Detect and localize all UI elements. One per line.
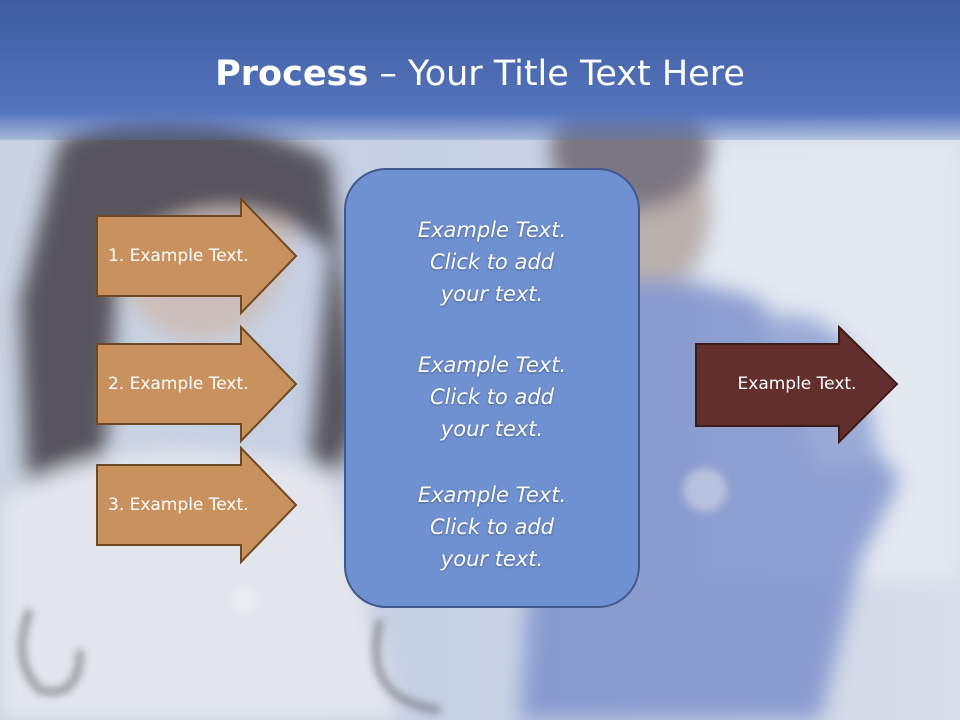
arrow-right-shape	[96, 445, 298, 565]
title-bold-word: Process	[215, 54, 369, 94]
center-text-box[interactable]: Example Text. Click to add your text. Ex…	[344, 168, 640, 608]
center-paragraph-1: Example Text. Click to add your text.	[346, 214, 638, 310]
paragraph-line: Click to add	[429, 250, 554, 274]
center-paragraph-3: Example Text. Click to add your text.	[346, 479, 638, 575]
left-arrow-1-label: 1. Example Text.	[108, 246, 249, 266]
left-arrow-2-label: 2. Example Text.	[108, 374, 249, 394]
left-arrow-3-label: 3. Example Text.	[108, 495, 249, 515]
left-arrow-3[interactable]: 3. Example Text.	[96, 445, 298, 565]
paragraph-line: Example Text.	[417, 483, 567, 507]
slide-title: Process – Your Title Text Here	[0, 52, 960, 96]
paragraph-line: your text.	[440, 417, 544, 441]
arrow-right-shape	[695, 324, 899, 445]
arrow-right-shape	[96, 324, 298, 444]
left-arrow-1[interactable]: 1. Example Text.	[96, 196, 298, 316]
title-rest: – Your Title Text Here	[368, 54, 745, 94]
paragraph-line: Example Text.	[417, 353, 567, 377]
paragraph-line: Click to add	[429, 385, 554, 409]
center-paragraph-2: Example Text. Click to add your text.	[346, 349, 638, 445]
paragraph-line: Example Text.	[417, 218, 567, 242]
right-arrow-label: Example Text.	[737, 374, 857, 394]
paragraph-line: your text.	[440, 282, 544, 306]
left-arrow-2[interactable]: 2. Example Text.	[96, 324, 298, 444]
paragraph-line: your text.	[440, 547, 544, 571]
paragraph-line: Click to add	[429, 515, 554, 539]
right-arrow[interactable]: Example Text.	[695, 324, 899, 445]
arrow-right-shape	[96, 196, 298, 316]
